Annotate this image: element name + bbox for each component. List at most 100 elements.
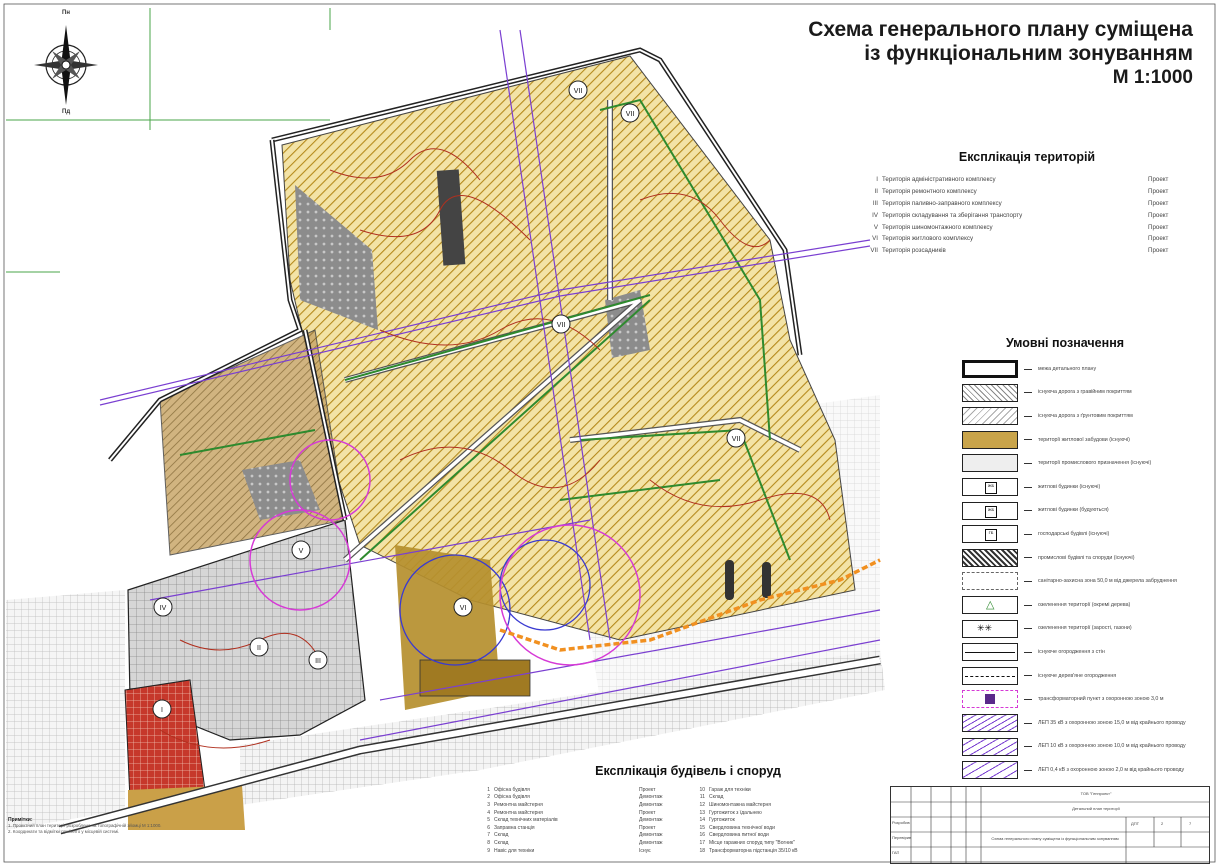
legend-dash bbox=[1024, 580, 1032, 582]
legend-dash bbox=[1024, 415, 1032, 417]
territory-row-num: VI bbox=[872, 235, 878, 243]
stamp-sheet: 2 bbox=[1161, 821, 1164, 826]
legend-symbol-residential bbox=[962, 430, 1018, 449]
legend-label: території промислового призначення (існу… bbox=[1038, 460, 1152, 467]
notes-line-1: 1. Проектний план території розроблено н… bbox=[8, 823, 162, 829]
stamp-sheets: 7 bbox=[1189, 821, 1192, 826]
notes-heading: Примітки: bbox=[8, 817, 33, 823]
building-row-n: 4 bbox=[487, 809, 490, 816]
legend-title: Умовні позначення bbox=[1005, 336, 1125, 350]
zone-marker-iv: IV bbox=[153, 597, 173, 617]
legend: Умовні позначення межа детального плану і… bbox=[940, 336, 1190, 786]
building-row-t: Гуртожиток з їдальнею bbox=[709, 809, 762, 816]
south-label: Пд bbox=[62, 109, 71, 115]
title-scale: М 1:1000 bbox=[1112, 67, 1193, 88]
stamp-sheet-title: Схема генерального плану суміщена із фун… bbox=[991, 836, 1119, 841]
legend-symbol-industrial_bld bbox=[962, 548, 1018, 567]
legend-label: ЛЕП 0,4 кВ з охоронною зоною 2,0 м від к… bbox=[1038, 766, 1185, 773]
territory-row-status: Проект bbox=[1148, 247, 1169, 255]
orange-line bbox=[499, 558, 881, 652]
territory-row-num: V bbox=[873, 223, 878, 231]
legend-label: межа детального плану bbox=[1038, 365, 1097, 372]
building-row-n: 16 bbox=[699, 832, 705, 839]
legend-symbol-green_trees: △ bbox=[962, 596, 1018, 614]
south-road bbox=[58, 655, 881, 835]
zone-marker-i: I bbox=[152, 699, 172, 719]
building-row-n: 13 bbox=[699, 809, 705, 816]
legend-symbol-house_new: ЖБ bbox=[962, 501, 1018, 520]
legend-symbol-fence_wall bbox=[962, 643, 1018, 662]
legend-label: існуюча дорога з гравійним покриттям bbox=[1038, 389, 1132, 396]
building-row-s: Демонтаж bbox=[639, 832, 663, 839]
forest-dots-west bbox=[242, 460, 320, 520]
stamp-stage: ДПТ bbox=[1131, 821, 1140, 826]
stamp-role-2: Перевірив bbox=[892, 835, 912, 840]
territory-row-name: Територія адміністративного комплексу bbox=[882, 176, 996, 184]
building-row-t: Місце гаражних споруд типу "Вогник" bbox=[709, 839, 795, 846]
building-row-n: 3 bbox=[487, 801, 490, 808]
legend-label: трансформаторний пункт з охоронною зоною… bbox=[1038, 696, 1164, 703]
notes-line-2: 2. Координати та відмітки прийнято у міс… bbox=[8, 828, 120, 834]
territory-row-status: Проект bbox=[1148, 188, 1169, 196]
building-row-n: 5 bbox=[487, 817, 490, 824]
zone-marker-vii-c: VII bbox=[551, 314, 571, 334]
legend-dash bbox=[1024, 651, 1032, 653]
territory-row-name: Територія паливно-заправного комплексу bbox=[882, 199, 1002, 207]
legend-dash bbox=[1024, 392, 1032, 394]
power-lines bbox=[99, 29, 881, 741]
building-row-s: Проект bbox=[639, 809, 656, 816]
building-row-t: Свердловина питної води bbox=[709, 832, 769, 839]
legend-item-green_trees: △ озеленення території (окремі дерева) bbox=[940, 594, 1190, 616]
building-row-s: Демонтаж bbox=[639, 817, 663, 824]
legend-symbol-boundary bbox=[962, 360, 1018, 378]
zone-marker-v: V bbox=[291, 540, 311, 560]
stamp-org: ТОВ "Генпроект" bbox=[1080, 791, 1112, 796]
industrial-zone-west-band bbox=[6, 590, 125, 830]
zone-marker-ii: II bbox=[249, 637, 269, 657]
building-row-n: 17 bbox=[699, 839, 705, 846]
building-row-n: 8 bbox=[487, 839, 490, 846]
svg-text:III: III bbox=[315, 658, 321, 665]
legend-label: озеленення території (окремі дерева) bbox=[1038, 601, 1131, 608]
legend-dash bbox=[1024, 769, 1032, 771]
legend-symbol-industrial bbox=[962, 454, 1018, 473]
legend-item-line10: ЛЕП 10 кВ з охоронною зоною 10,0 м від к… bbox=[940, 736, 1190, 758]
legend-dash bbox=[1024, 533, 1032, 535]
building-row-n: 9 bbox=[487, 847, 490, 854]
legend-symbol-line10 bbox=[962, 737, 1018, 756]
zone-marker-vii-a: VII bbox=[568, 80, 588, 100]
legend-symbol-line35 bbox=[962, 714, 1018, 732]
territory-row-num: IV bbox=[872, 211, 878, 219]
zone-marker-iii: III bbox=[308, 650, 328, 670]
building-row-n: 7 bbox=[487, 832, 490, 839]
notes: Примітки: 1. Проектний план території ро… bbox=[8, 817, 208, 834]
territory-row-num: III bbox=[872, 199, 878, 207]
zone-marker-vi: VI bbox=[453, 597, 473, 617]
territory-row-name: Територія складування та зберігання тран… bbox=[882, 211, 1023, 219]
building-row-t: Навіс для техніки bbox=[494, 847, 535, 854]
legend-symbol-road_dirt bbox=[962, 407, 1018, 426]
building-row-n: 6 bbox=[487, 824, 490, 831]
svg-text:VI: VI bbox=[460, 605, 467, 612]
building-row: 16 Свердловина питної води bbox=[693, 832, 898, 840]
building-row-n: 2 bbox=[487, 794, 490, 801]
legend-dash bbox=[1024, 746, 1032, 748]
map-title: Схема генерального плану суміщена із фун… bbox=[808, 18, 1193, 90]
territory-row-name: Територія розсадників bbox=[882, 247, 946, 255]
legend-dash bbox=[1024, 462, 1032, 464]
legend-label: ЛЕП 10 кВ з охоронною зоною 10,0 м від к… bbox=[1038, 743, 1186, 750]
legend-item-road_dirt: існуюча дорога з ґрунтовим покриттям bbox=[940, 405, 1190, 427]
title-block-stamp: ТОВ "Генпроект" Детальний план території… bbox=[890, 786, 1210, 864]
building-row-t: Офісна будівля bbox=[494, 794, 530, 801]
building-row-n: 15 bbox=[699, 824, 705, 831]
